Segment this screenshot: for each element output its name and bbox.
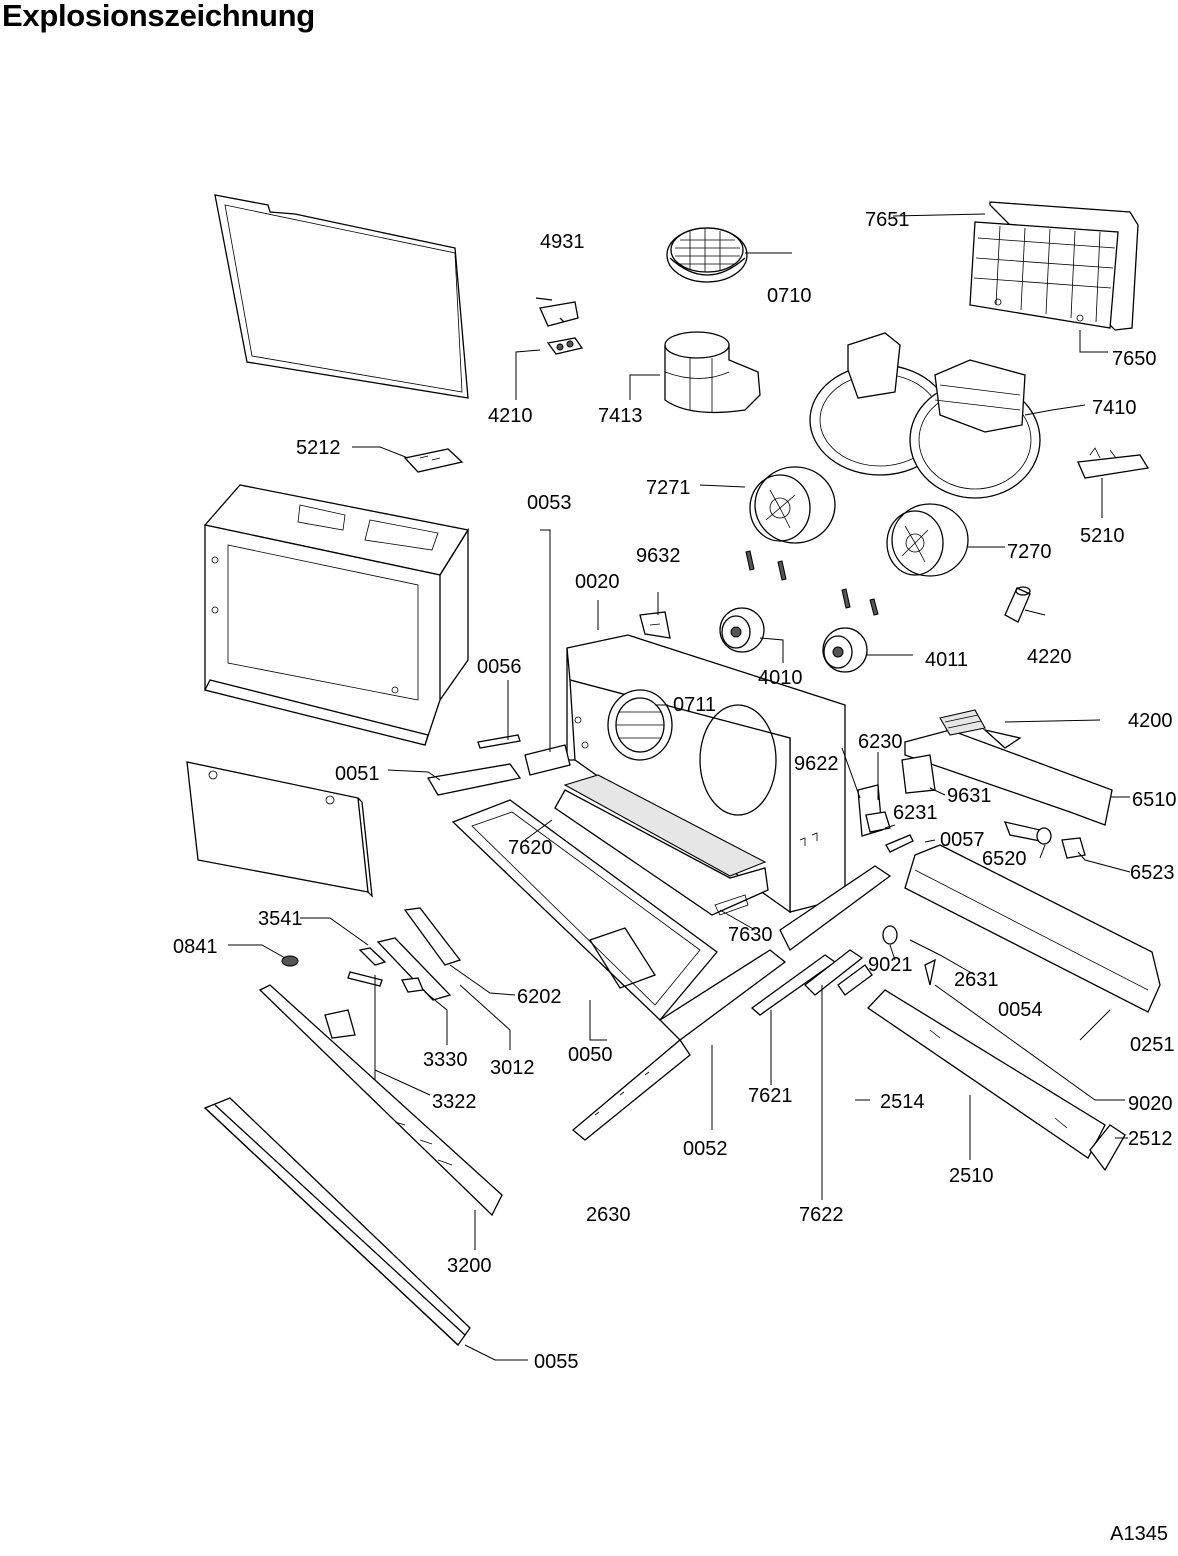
control-parts-drawing — [281, 907, 462, 1039]
small-profiles-drawing — [750, 925, 936, 1016]
part-label-0710: 0710 — [767, 285, 812, 307]
side-profiles-drawing — [426, 734, 571, 796]
part-drawings — [186, 194, 1161, 1346]
telescopic-rail-drawing — [571, 949, 787, 1141]
part-label-6510: 6520 — [982, 848, 1027, 870]
leader-lines — [228, 213, 1131, 1361]
pcb-5212-drawing — [403, 448, 464, 473]
part-label-2512: 2512 — [1128, 1128, 1173, 1150]
page-title: Explosionszeichnung — [2, 0, 315, 33]
part-label-7621: 7621 — [748, 1085, 793, 1107]
part-label-4200: 4220 — [1027, 646, 1072, 668]
part-label-2630: 2630 — [586, 1204, 631, 1226]
impeller-7270-drawing — [886, 503, 969, 577]
part-label-2510: 2510 — [949, 1165, 994, 1187]
part-label-3012: 3012 — [490, 1057, 535, 1079]
back-panel-drawing — [214, 194, 469, 399]
part-label-6520: 6523 — [1130, 862, 1175, 884]
part-label-2514: 2514 — [880, 1091, 925, 1113]
hood-housing-drawing — [203, 484, 470, 746]
part-label-6231: 6231 — [893, 802, 938, 824]
part-label-0051: 0051 — [335, 763, 380, 785]
front-cover-drawing — [186, 761, 373, 898]
part-label-9021: 9021 — [868, 954, 913, 976]
motor-4010-drawing — [719, 607, 765, 653]
part-label-3322: 3322 — [432, 1091, 477, 1113]
round-grille-drawing — [666, 227, 748, 283]
part-label-7630: 7630 — [728, 924, 773, 946]
part-label-0057: 0057 — [940, 829, 985, 851]
part-label-3200: 3200 — [447, 1255, 492, 1277]
part-label-6523: 6510 — [1132, 789, 1177, 811]
blower-housing-drawing — [809, 332, 1041, 499]
part-label-0052: 0052 — [683, 1138, 728, 1160]
grease-filter-drawing — [969, 201, 1139, 331]
part-label-0050: 0050 — [568, 1044, 613, 1066]
pcb-5210-drawing — [1077, 447, 1150, 479]
part-label-7413: 7413 — [598, 405, 643, 427]
part-label-5210: 5210 — [1080, 525, 1125, 547]
part-label-4931: 4931 — [540, 231, 585, 253]
part-label-7650: 7650 — [1112, 348, 1157, 370]
part-label-7622: 7622 — [799, 1204, 844, 1226]
part-label-9631: 9631 — [947, 785, 992, 807]
part-label-0055: 0055 — [534, 1351, 579, 1373]
air-duct-drawing — [664, 331, 761, 414]
part-label-9632: 9632 — [636, 545, 681, 567]
rear-profile-drawing — [904, 844, 1161, 1013]
part-label-7651: 7651 — [865, 209, 910, 231]
part-label-3541: 3541 — [258, 908, 303, 930]
part-label-4011: 4011 — [925, 649, 968, 671]
part-label-7270: 7270 — [1007, 541, 1052, 563]
mounting-bracket-drawing — [901, 709, 1113, 826]
guide-rail-drawing — [779, 834, 914, 951]
part-labels: 7651 4931 0710 7650 7410 4210 7413 5212 … — [173, 209, 1177, 1373]
motor-4011-drawing — [822, 627, 868, 673]
part-label-4010: 4010 — [758, 667, 803, 689]
capacitor-drawing — [1004, 586, 1031, 623]
cover-9632-drawing — [639, 611, 671, 639]
part-label-0251: 0251 — [1130, 1034, 1175, 1056]
part-label-0053: 0053 — [527, 492, 572, 514]
part-label-4210: 4210 — [488, 405, 533, 427]
lamp-parts-drawing — [857, 784, 1086, 859]
drawing-reference: A1345 — [1110, 1523, 1168, 1545]
part-label-9622: 9622 — [794, 753, 839, 775]
glass-panel-drawing — [867, 989, 1126, 1172]
part-label-3330: 3330 — [423, 1049, 468, 1071]
part-label-0711: 0711 — [673, 694, 716, 716]
mesh-filter-drawing — [554, 774, 769, 916]
part-label-0054: 0054 — [998, 999, 1043, 1021]
impeller-7271-drawing — [749, 466, 836, 544]
part-label-7410: 7410 — [1092, 397, 1137, 419]
part-label-9020: 9020 — [1128, 1093, 1173, 1115]
part-label-2631: 2631 — [954, 969, 999, 991]
part-label-7271: 7271 — [646, 477, 691, 499]
part-label-0056: 0056 — [477, 656, 522, 678]
part-label-4220: 4200 — [1128, 710, 1173, 732]
front-bar-drawing — [203, 1097, 471, 1346]
tray-drawing — [451, 799, 718, 1021]
part-label-0020: 0020 — [575, 571, 620, 593]
part-label-7620: 7620 — [508, 837, 553, 859]
clips-drawing — [745, 550, 879, 616]
part-label-5212: 5212 — [296, 437, 341, 459]
front-strip-drawing — [258, 984, 503, 1217]
part-label-6202: 6202 — [517, 986, 562, 1008]
part-label-6230: 6230 — [858, 731, 903, 753]
part-label-0841: 0841 — [173, 936, 218, 958]
pcb-4931-drawing — [535, 297, 584, 355]
